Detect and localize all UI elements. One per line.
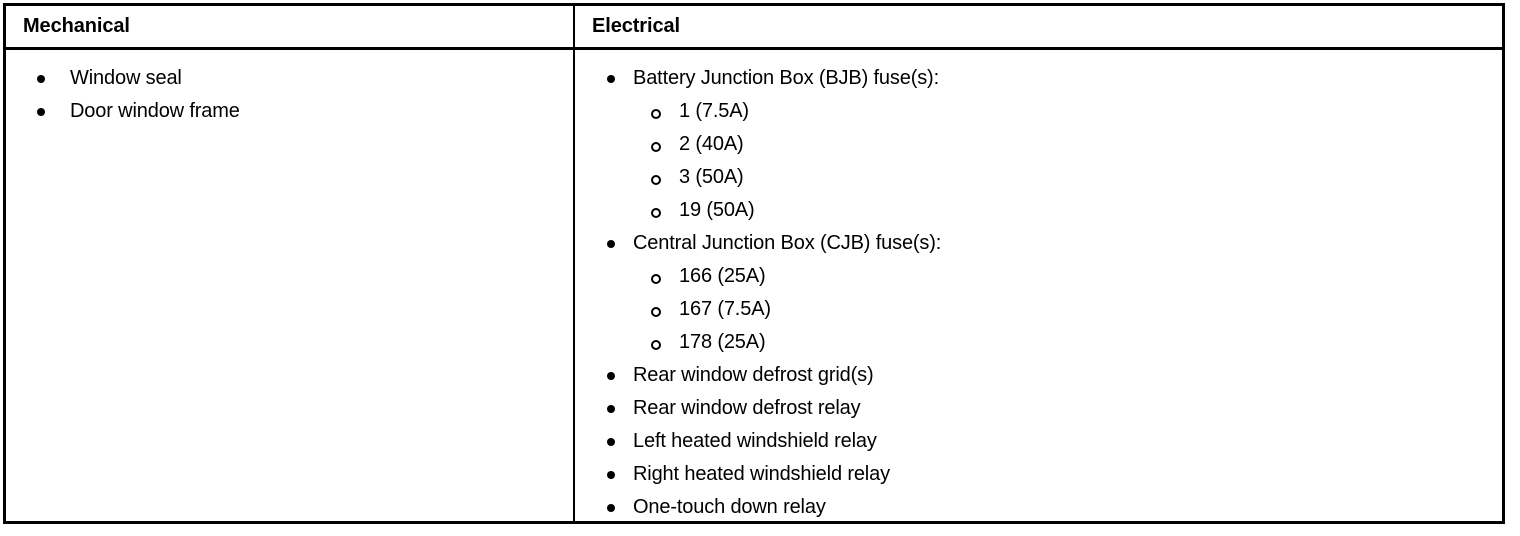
list-item-label: Rear window defrost relay	[633, 397, 861, 419]
filled-disc-bullet-icon	[607, 405, 615, 413]
filled-disc-bullet-icon	[607, 471, 615, 479]
component-location-table: Mechanical Electrical Window seal Door w…	[3, 3, 1505, 524]
list-item: Door window frame	[6, 95, 573, 128]
filled-disc-bullet-icon	[607, 240, 615, 248]
list-item: One-touch down relay	[575, 491, 1502, 524]
hollow-circle-bullet-icon	[651, 340, 661, 350]
filled-disc-bullet-icon	[607, 438, 615, 446]
hollow-circle-bullet-icon	[651, 175, 661, 185]
list-item-label: 19 (50A)	[679, 199, 755, 221]
table-body-row: Window seal Door window frame Battery Ju…	[6, 50, 1502, 521]
filled-disc-bullet-icon	[607, 75, 615, 83]
column-header-mechanical: Mechanical	[23, 15, 130, 37]
list-item-label: 178 (25A)	[679, 331, 766, 353]
list-item: Rear window defrost grid(s)	[575, 359, 1502, 392]
filled-disc-bullet-icon	[607, 372, 615, 380]
mechanical-list: Window seal Door window frame	[6, 50, 573, 128]
list-item: 166 (25A)	[575, 260, 1502, 293]
list-item-label: Rear window defrost grid(s)	[633, 364, 874, 386]
list-item-label: Left heated windshield relay	[633, 430, 877, 452]
list-item: 19 (50A)	[575, 194, 1502, 227]
list-item-label: Central Junction Box (CJB) fuse(s):	[633, 232, 942, 254]
list-item: Battery Junction Box (BJB) fuse(s):	[575, 62, 1502, 95]
list-item: Rear window defrost relay	[575, 392, 1502, 425]
list-item-label: 167 (7.5A)	[679, 298, 771, 320]
filled-disc-bullet-icon	[37, 108, 45, 116]
hollow-circle-bullet-icon	[651, 208, 661, 218]
list-item-label: 2 (40A)	[679, 133, 744, 155]
table-cell-electrical: Battery Junction Box (BJB) fuse(s): 1 (7…	[575, 50, 1502, 521]
list-item-label: 166 (25A)	[679, 265, 766, 287]
hollow-circle-bullet-icon	[651, 307, 661, 317]
table-header-cell-electrical: Electrical	[575, 6, 1502, 47]
list-item-label: 1 (7.5A)	[679, 100, 749, 122]
table-cell-mechanical: Window seal Door window frame	[6, 50, 575, 521]
list-item-label: Right heated windshield relay	[633, 463, 890, 485]
list-item-label: Window seal	[70, 67, 182, 89]
filled-disc-bullet-icon	[607, 504, 615, 512]
list-item-label: 3 (50A)	[679, 166, 744, 188]
hollow-circle-bullet-icon	[651, 142, 661, 152]
list-item: 167 (7.5A)	[575, 293, 1502, 326]
list-item: 1 (7.5A)	[575, 95, 1502, 128]
list-item: 178 (25A)	[575, 326, 1502, 359]
list-item-label: Door window frame	[70, 100, 240, 122]
electrical-list: Battery Junction Box (BJB) fuse(s): 1 (7…	[575, 50, 1502, 524]
list-item: 2 (40A)	[575, 128, 1502, 161]
table-header-row: Mechanical Electrical	[6, 6, 1502, 50]
table-header-cell-mechanical: Mechanical	[6, 6, 575, 47]
hollow-circle-bullet-icon	[651, 274, 661, 284]
list-item-label: Battery Junction Box (BJB) fuse(s):	[633, 67, 939, 89]
list-item-label: One-touch down relay	[633, 496, 826, 518]
list-item: Central Junction Box (CJB) fuse(s):	[575, 227, 1502, 260]
list-item: Right heated windshield relay	[575, 458, 1502, 491]
list-item: Window seal	[6, 62, 573, 95]
filled-disc-bullet-icon	[37, 75, 45, 83]
list-item: 3 (50A)	[575, 161, 1502, 194]
list-item: Left heated windshield relay	[575, 425, 1502, 458]
column-header-electrical: Electrical	[592, 15, 680, 37]
hollow-circle-bullet-icon	[651, 109, 661, 119]
